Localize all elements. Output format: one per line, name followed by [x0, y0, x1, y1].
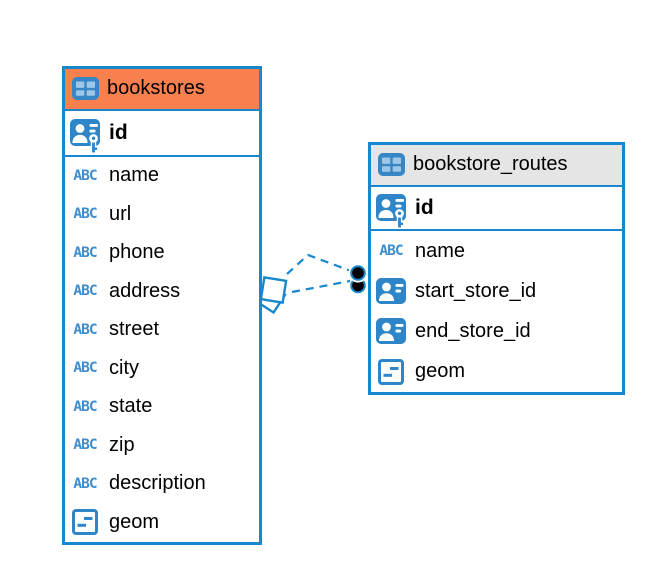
column-name: name [109, 164, 160, 187]
column-name: url [109, 202, 132, 225]
text-type-icon: ABC [73, 398, 97, 415]
column-name: address [109, 279, 181, 302]
column-row-name[interactable]: ABC name [65, 157, 259, 196]
dot-end-marker-top [350, 265, 366, 281]
column-row-zip[interactable]: ABC zip [65, 426, 259, 465]
text-type-icon: ABC [73, 360, 97, 376]
relationship-line-2[interactable] [291, 279, 351, 294]
table-bookstores-header[interactable]: bookstores [65, 69, 259, 111]
column-row-address[interactable]: ABC address [65, 272, 259, 311]
column-name: id [109, 120, 128, 144]
primary-key-row[interactable]: id [371, 186, 622, 231]
table-icon [378, 153, 405, 177]
column-row-description[interactable]: ABC description [65, 465, 259, 504]
column-name: street [109, 318, 160, 341]
foreign-key-icon [375, 318, 407, 345]
text-type-icon: ABC [73, 244, 97, 261]
column-row-start-store-id[interactable]: start_store_id [371, 271, 622, 311]
table-icon [72, 77, 99, 101]
column-name: geom [109, 510, 160, 533]
geometry-type-icon [375, 358, 407, 385]
primary-key-icon [375, 186, 407, 230]
text-type-icon: ABC [73, 283, 97, 299]
column-name: name [415, 239, 466, 262]
text-type-icon: ABC [379, 242, 403, 259]
column-row-name[interactable]: ABC name [371, 231, 622, 271]
relationship-line-1[interactable] [286, 253, 352, 275]
column-name: start_store_id [415, 279, 537, 302]
geometry-type-icon [69, 509, 101, 536]
column-row-geom[interactable]: geom [65, 503, 259, 542]
primary-key-icon [69, 111, 101, 155]
text-type-icon: ABC [73, 475, 97, 492]
column-name: id [415, 195, 434, 219]
text-type-icon: ABC [73, 206, 97, 222]
column-row-state[interactable]: ABC state [65, 388, 259, 427]
column-name: end_store_id [415, 319, 531, 342]
text-type-icon: ABC [73, 167, 97, 184]
table-bookstore-routes-header[interactable]: bookstore_routes [371, 145, 622, 187]
column-name: zip [109, 433, 135, 456]
column-row-geom[interactable]: geom [371, 352, 622, 392]
column-name: city [109, 356, 139, 379]
column-row-url[interactable]: ABC url [65, 195, 259, 234]
table-name: bookstores [107, 77, 205, 100]
table-name: bookstore_routes [413, 153, 568, 176]
table-bookstores[interactable]: bookstores id A [62, 66, 262, 545]
column-row-end-store-id[interactable]: end_store_id [371, 311, 622, 351]
column-name: state [109, 395, 153, 418]
text-type-icon: ABC [73, 437, 97, 453]
relationship-line-group[interactable] [254, 253, 368, 315]
column-row-street[interactable]: ABC street [65, 311, 259, 350]
column-row-phone[interactable]: ABC phone [65, 234, 259, 273]
column-name: phone [109, 241, 165, 264]
column-row-city[interactable]: ABC city [65, 349, 259, 388]
text-type-icon: ABC [73, 321, 97, 338]
foreign-key-icon [375, 278, 407, 305]
column-list: ABC name ABC url ABC phone ABC address A… [65, 157, 259, 542]
column-name: geom [415, 360, 466, 383]
column-name: description [109, 472, 206, 495]
square-end-marker-front [259, 276, 288, 304]
column-list: ABC name start_store_id [371, 231, 622, 392]
primary-key-row[interactable]: id [65, 111, 259, 157]
table-bookstore-routes[interactable]: bookstore_routes id [368, 142, 625, 395]
